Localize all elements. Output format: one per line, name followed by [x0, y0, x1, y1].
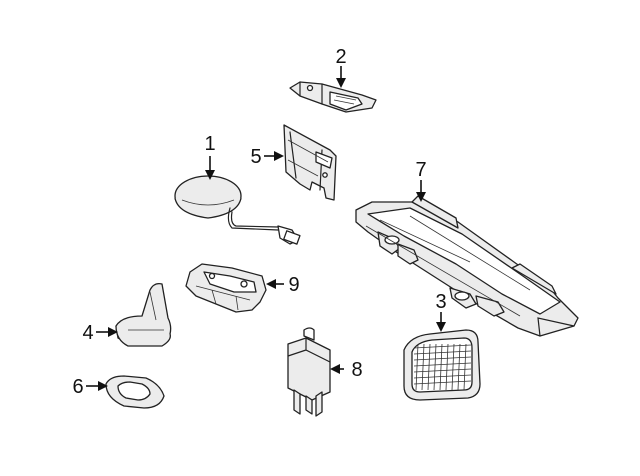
part-8-antenna-amplifier — [287, 327, 331, 417]
callout-7: 7 — [415, 159, 426, 181]
leader-2 — [336, 66, 346, 88]
grille-line — [413, 356, 472, 361]
leader-7 — [416, 180, 426, 202]
callout-3: 3 — [435, 291, 446, 313]
part-9-support-bracket — [185, 263, 267, 313]
part-3-grille-cover — [403, 329, 481, 401]
part-2-module-bracket — [289, 81, 377, 113]
leader-6 — [86, 381, 108, 391]
grille-line — [433, 343, 437, 391]
callout-1: 1 — [204, 133, 215, 155]
grille-line — [413, 374, 472, 379]
grille-line — [415, 343, 419, 391]
part-7-rear-shelf — [355, 195, 579, 337]
grille-line — [413, 350, 472, 355]
leader-8 — [330, 364, 344, 374]
leader-4 — [96, 327, 118, 337]
leader-1 — [205, 156, 215, 180]
callout-5: 5 — [250, 146, 261, 168]
part-5-mounting-bracket — [283, 124, 337, 201]
grille-line — [413, 362, 472, 367]
part-1-roof-antenna — [174, 175, 301, 245]
callout-2: 2 — [335, 46, 346, 68]
grille-line — [413, 344, 472, 349]
grille-line — [421, 343, 425, 391]
callout-4: 4 — [82, 322, 93, 344]
leader-9 — [266, 279, 284, 289]
callout-8: 8 — [351, 359, 362, 381]
grille-line — [427, 343, 431, 391]
part-6-antenna-gasket — [105, 375, 165, 409]
leader-3 — [436, 312, 446, 332]
callout-6: 6 — [72, 376, 83, 398]
callout-9: 9 — [288, 274, 299, 296]
part-4-fin-antenna — [115, 282, 172, 347]
grille-line — [413, 380, 472, 385]
grille-line — [413, 368, 472, 373]
leader-5 — [264, 151, 284, 161]
